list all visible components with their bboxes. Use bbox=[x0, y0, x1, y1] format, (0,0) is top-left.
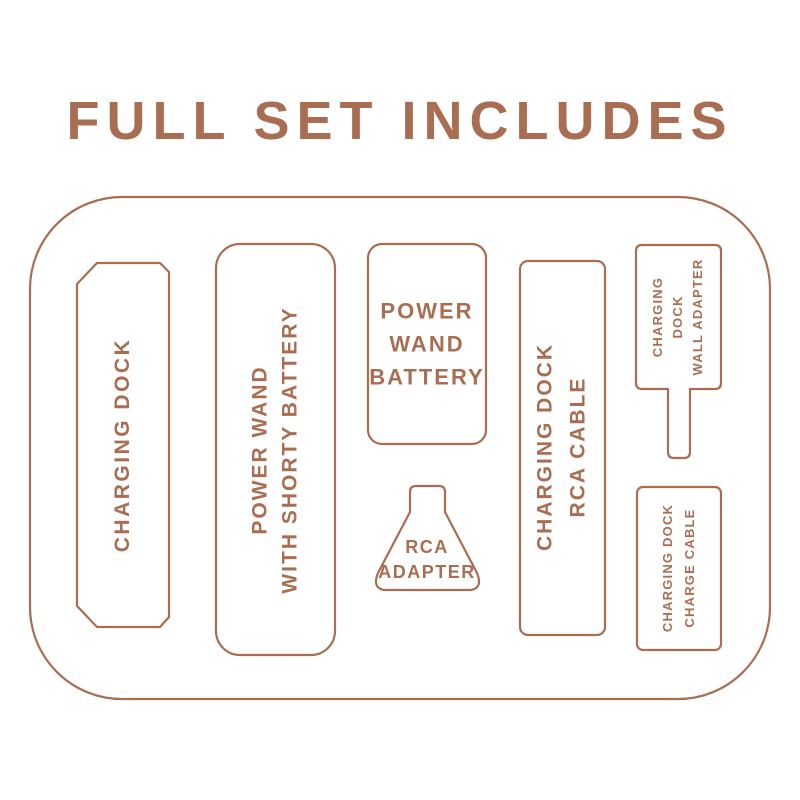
power-wand-battery-label: POWER WAND BATTERY bbox=[369, 295, 484, 394]
case-outline bbox=[28, 195, 772, 701]
power-wand-shape bbox=[214, 242, 337, 657]
power-wand-battery-shape bbox=[366, 242, 488, 446]
charge-cable-label-line2: CHARGE CABLE bbox=[682, 508, 697, 628]
rca-adapter-label-line1: RCA bbox=[405, 536, 449, 557]
power-wand-battery-label-line3: BATTERY bbox=[369, 364, 485, 390]
wall-adapter-label-line1: CHARGING bbox=[649, 276, 665, 358]
rca-cable-label-line1: CHARGING DOCK bbox=[533, 343, 557, 551]
wall-adapter-label: CHARGING DOCK WALL ADAPTER bbox=[648, 259, 708, 376]
page-title: FULL SET INCLUDES bbox=[66, 91, 734, 151]
rca-cable-shape bbox=[518, 259, 607, 637]
power-wand-label-line2: WITH SHORTY BATTERY bbox=[279, 306, 302, 594]
power-wand-label: POWER WAND WITH SHORTY BATTERY bbox=[246, 306, 307, 593]
charge-cable-label-line1: CHARGING DOCK bbox=[659, 503, 675, 633]
power-wand-label-line1: POWER WAND bbox=[248, 365, 272, 535]
wall-adapter-label-line2: DOCK bbox=[669, 295, 685, 339]
charging-dock-shape bbox=[75, 261, 171, 629]
rca-adapter-label-line2: ADAPTER bbox=[378, 562, 476, 582]
power-wand-battery-label-line1: POWER bbox=[380, 298, 474, 324]
wall-adapter-label-line3: WALL ADAPTER bbox=[690, 258, 706, 376]
charge-cable-label: CHARGING DOCK CHARGE CABLE bbox=[657, 504, 701, 632]
charging-dock-label-line: CHARGING DOCK bbox=[111, 337, 134, 553]
rca-adapter-label: RCA ADAPTER bbox=[378, 535, 476, 585]
rca-cable-label: CHARGING DOCK RCA CABLE bbox=[529, 343, 594, 551]
rca-adapter-shape bbox=[374, 484, 481, 592]
charge-cable-shape bbox=[635, 485, 723, 652]
rca-cable-label-line2: RCA CABLE bbox=[566, 376, 589, 518]
wall-adapter-shape bbox=[634, 243, 723, 460]
power-wand-battery-label-line2: WAND bbox=[389, 331, 465, 357]
charging-dock-label: CHARGING DOCK bbox=[111, 338, 135, 553]
